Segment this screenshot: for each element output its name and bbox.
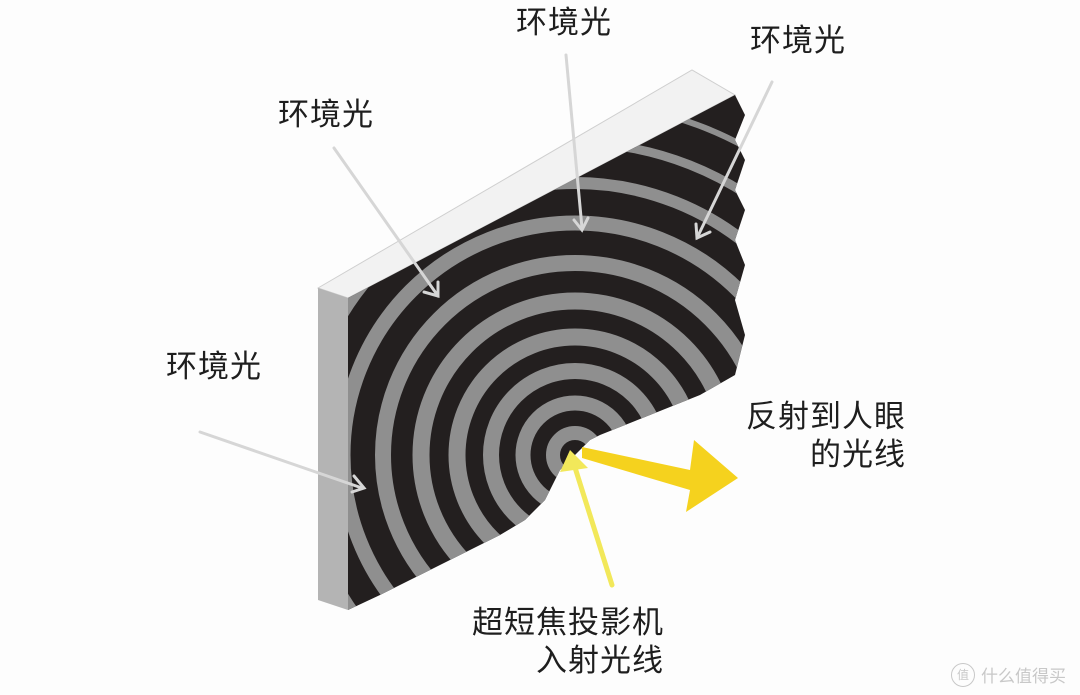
- arrow-head-icon: [422, 280, 440, 298]
- watermark: 值 什么值得买: [951, 662, 1066, 687]
- reflected-light-label-line2: 的光线: [810, 437, 906, 473]
- incident-light-label-line1: 超短焦投影机: [472, 605, 664, 641]
- reflected-light-label-line1: 反射到人眼: [746, 399, 906, 435]
- incident-arrow: [560, 450, 615, 588]
- ambient-light-label-top-right: 环境光: [750, 23, 846, 59]
- ambient-light-label-upper-left: 环境光: [278, 97, 374, 133]
- watermark-logo-icon: 值: [951, 662, 975, 687]
- arrow-head-icon: [694, 222, 712, 241]
- incident-light-label: 超短焦投影机 入射光线: [452, 604, 664, 680]
- ambient-arrow-top-right: [695, 80, 774, 240]
- arrow-head-icon: [350, 474, 367, 494]
- arrow-head-icon: [572, 216, 590, 233]
- reflected-light-label: 反射到人眼 的光线: [736, 398, 906, 474]
- ambient-arrow-top-center: [564, 53, 584, 230]
- ambient-arrow-left: [198, 430, 364, 490]
- ambient-light-label-top-center: 环境光: [516, 5, 612, 41]
- incident-light-label-line2: 入射光线: [536, 643, 664, 679]
- ambient-arrow-upper-left: [332, 146, 440, 298]
- reflected-arrow: [582, 440, 738, 512]
- screen-side-edge: [318, 288, 348, 610]
- watermark-text: 什么值得买: [981, 667, 1066, 687]
- ambient-light-label-left: 环境光: [166, 349, 262, 385]
